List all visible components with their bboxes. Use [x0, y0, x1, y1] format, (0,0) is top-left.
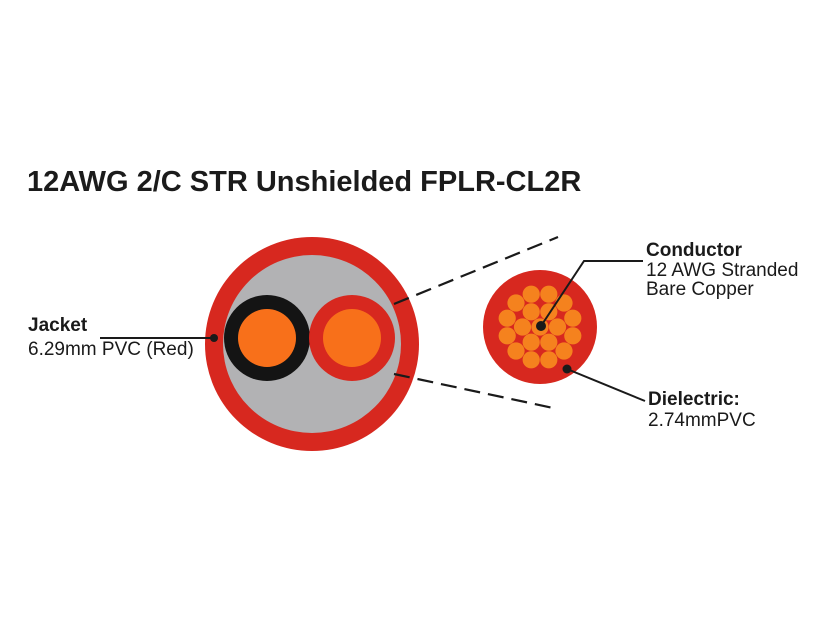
magnifier-dashed-line-top — [393, 235, 559, 306]
strand — [555, 342, 573, 360]
jacket-label-detail: 6.29mm PVC (Red) — [28, 339, 194, 360]
magnifier-dashed-line-bottom — [393, 372, 559, 411]
strand — [513, 318, 532, 336]
strand — [507, 342, 525, 360]
conductor-label-detail-1: 12 AWG Stranded — [646, 260, 798, 281]
conductor-left-core — [238, 309, 296, 367]
dielectric-label-heading: Dielectric: — [648, 389, 740, 410]
jacket-leader-dot — [210, 334, 218, 342]
strand — [522, 285, 540, 303]
conductor-label-heading: Conductor — [646, 240, 743, 261]
strand — [498, 309, 516, 327]
strand — [540, 333, 558, 351]
strand — [498, 327, 516, 345]
diagram-title: 12AWG 2/C STR Unshielded FPLR-CL2R — [27, 166, 582, 198]
dielectric-leader-line — [566, 368, 646, 402]
strand — [522, 351, 540, 369]
strand — [507, 294, 525, 312]
strand — [564, 327, 582, 345]
conductor-leader-dot — [536, 321, 546, 331]
strand — [548, 318, 567, 336]
strand — [522, 333, 540, 351]
strand — [564, 309, 582, 327]
conductor-label-detail-2: Bare Copper — [646, 279, 754, 300]
dielectric-leader-dot — [562, 364, 572, 374]
conductor-right-core — [323, 309, 381, 367]
strand — [555, 294, 573, 312]
strand — [540, 351, 558, 369]
jacket-label-heading: Jacket — [28, 315, 88, 336]
strand — [540, 285, 558, 303]
strand — [522, 303, 540, 321]
conductor-leader-line — [540, 260, 643, 327]
dielectric-label-detail: 2.74mmPVC — [648, 410, 756, 431]
